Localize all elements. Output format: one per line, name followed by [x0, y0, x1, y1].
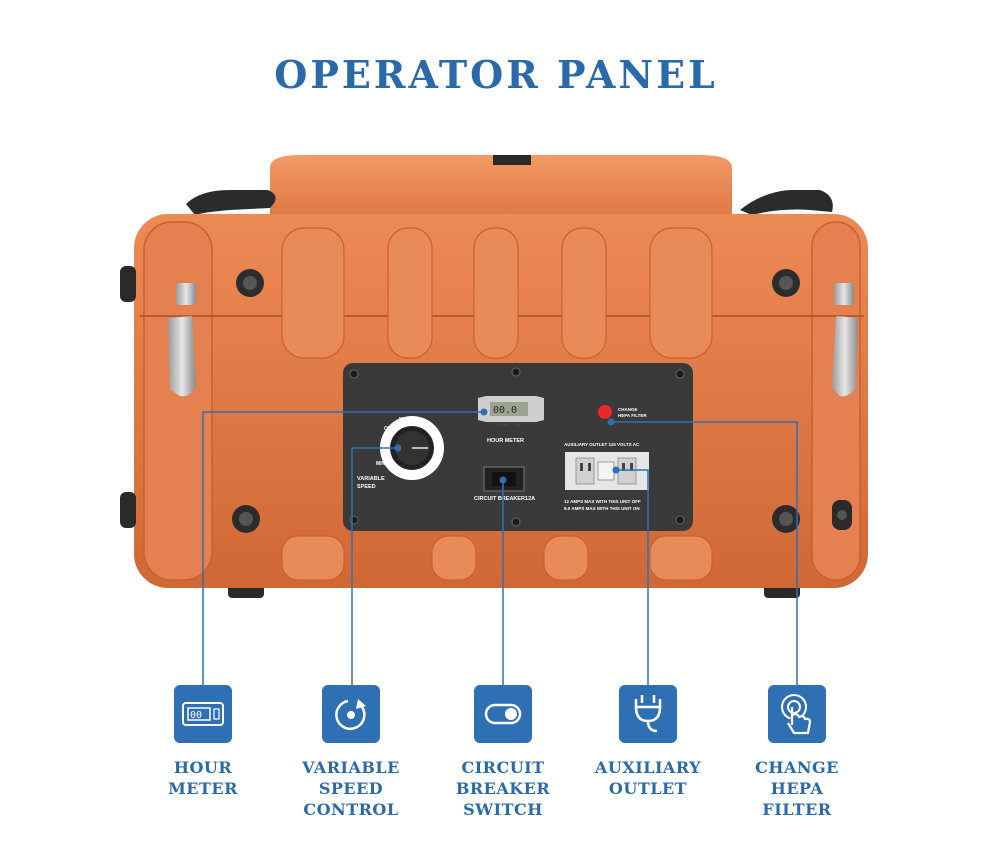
page-title: OPERATOR PANEL — [274, 52, 718, 97]
auxiliary-outlet-feature — [619, 685, 677, 743]
control-panel: MAX OFF MIN VARIABLE SPEED 00.0 HOURS 1/… — [343, 363, 693, 531]
callout-lines — [202, 411, 798, 685]
knob-min-label: MIN — [376, 461, 386, 467]
hepa-indicator-light — [598, 405, 612, 419]
svg-text:00: 00 — [190, 710, 202, 721]
right-handle — [740, 190, 833, 215]
amps-on-label: 9.0 AMPS MAX WITH THIS UNIT ON — [564, 506, 640, 511]
hepa-filter-label: HEPA FILTER — [618, 413, 647, 418]
variable-speed-caption: VARIABLE SPEED CONTROL — [302, 758, 400, 819]
hour-meter-label: HOUR METER — [487, 438, 524, 444]
variable-label: VARIABLE — [357, 476, 385, 482]
top-collar — [270, 155, 732, 222]
change-hepa-feature — [768, 685, 826, 743]
callout-dots — [394, 408, 620, 484]
variable-speed-feature — [322, 685, 380, 743]
tenths-label: 1/10 — [514, 423, 521, 427]
hour-meter-display: 00.0 HOURS 1/10 — [478, 396, 544, 427]
knob-max-label: MAX — [399, 417, 411, 423]
hour-meter-icon: 00 — [182, 702, 224, 726]
speed-label: SPEED — [357, 484, 376, 490]
aux-outlet-label: AUXILIARY OUTLET 115 VOLTS AC — [564, 442, 640, 447]
circuit-breaker-feature — [474, 685, 532, 743]
hour-meter-caption: HOUR METER — [168, 758, 238, 798]
speed-knob — [380, 416, 444, 480]
aux-outlet — [565, 452, 649, 490]
circuit-breaker-caption: CIRCUIT BREAKER SWITCH — [455, 758, 551, 819]
rotate-icon — [335, 699, 366, 731]
hour-meter-feature: 00 — [174, 685, 232, 743]
knob-off-label: OFF — [384, 426, 394, 432]
circuit-breaker-label: CIRCUIT BREAKER12A — [474, 496, 535, 502]
left-latch — [168, 283, 196, 397]
left-handle — [186, 190, 276, 215]
amps-off-label: 12 AMPS MAX WITH THIS UNIT OFF — [564, 499, 641, 504]
plug-icon — [634, 695, 662, 733]
touch-icon — [781, 694, 812, 735]
hours-label: HOURS — [497, 423, 510, 427]
hour-meter-digits: 00.0 — [493, 405, 517, 416]
change-label: CHANGE — [618, 407, 638, 412]
toggle-switch-icon — [484, 703, 522, 725]
change-hepa-caption: CHANGE HEPA FILTER — [755, 758, 839, 819]
auxiliary-outlet-caption: AUXILIARY OUTLET — [594, 758, 702, 798]
right-latch — [832, 283, 858, 397]
